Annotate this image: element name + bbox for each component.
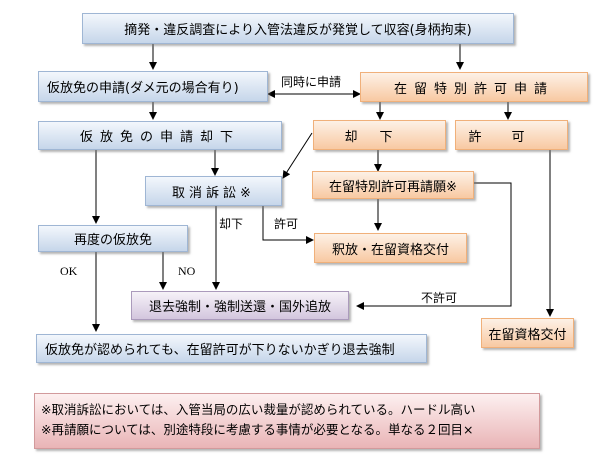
node-status-granted: 在留資格交付 — [481, 318, 574, 348]
node-label: 仮放免の申請(ダメ元の場合有り) — [47, 81, 239, 96]
edge-label-simultaneous: 同時に申請 — [281, 75, 342, 89]
edge-label-ok: OK — [60, 264, 78, 278]
edge-label-lawsuit-denied: 却下 — [219, 217, 244, 231]
node-provisional-release-application: 仮放免の申請(ダメ元の場合有り) — [38, 71, 268, 102]
node-label: 取消訴訟※ — [172, 185, 255, 201]
node-label: 仮放免の申請却下 — [79, 130, 240, 145]
note-reapplication: ※再請願については、別途特段に考慮する事情が必要となる。単なる２回目× — [41, 422, 474, 437]
node-detention-label: 摘発・違反調査により入管法違反が発覚して収容(身柄拘束) — [124, 23, 472, 38]
node-special-permission-reapplication: 在留特別許可再請願※ — [312, 171, 474, 199]
note-revocation-lawsuit: ※取消訴訟においては、入管当局の広い裁量が認められている。ハードル高い — [41, 402, 476, 417]
edge-label-lawsuit-granted: 許可 — [274, 217, 299, 231]
node-label: 退去強制・強制送還・国外追放 — [148, 300, 331, 315]
node-detention: 摘発・違反調査により入管法違反が発覚して収容(身柄拘束) — [82, 13, 514, 44]
edge-lawsuit-granted-to-release — [262, 205, 314, 244]
node-label: 許可 — [468, 129, 555, 145]
node-deportation-unless-permission: 仮放免が認められても、在留許可が下りないかぎり退去強制 — [36, 334, 427, 363]
edge-special-denied-to-lawsuit — [282, 132, 313, 179]
node-special-permission-granted: 許可 — [455, 120, 568, 150]
node-label: 仮放免が認められても、在留許可が下りないかぎり退去強制 — [45, 343, 395, 358]
node-provisional-release-again: 再度の仮放免 — [38, 225, 188, 252]
notes-box: ※取消訴訟においては、入管当局の広い裁量が認められている。ハードル高い ※再請願… — [34, 393, 540, 449]
edge-label-not-permitted: 不許可 — [421, 291, 458, 305]
node-label: 在留特別許可申請 — [393, 81, 554, 97]
node-deportation: 退去強制・強制送還・国外追放 — [131, 291, 349, 320]
node-label: 再度の仮放免 — [73, 233, 152, 248]
node-revocation-lawsuit: 取消訴訟※ — [145, 176, 282, 206]
node-label: 在留特別許可再請願※ — [329, 179, 457, 195]
node-provisional-release-denied: 仮放免の申請却下 — [38, 121, 282, 150]
node-label: 釈放・在留資格交付 — [331, 242, 449, 258]
node-label: 却下 — [344, 129, 415, 145]
edge-label-no: NO — [178, 264, 196, 278]
node-release-and-status: 釈放・在留資格交付 — [314, 233, 467, 263]
edge-reapplication-not-permitted — [356, 182, 512, 310]
node-special-permission-application: 在留特別許可申請 — [360, 72, 588, 102]
node-special-permission-denied: 却下 — [313, 120, 446, 150]
node-label: 在留資格交付 — [488, 327, 567, 343]
